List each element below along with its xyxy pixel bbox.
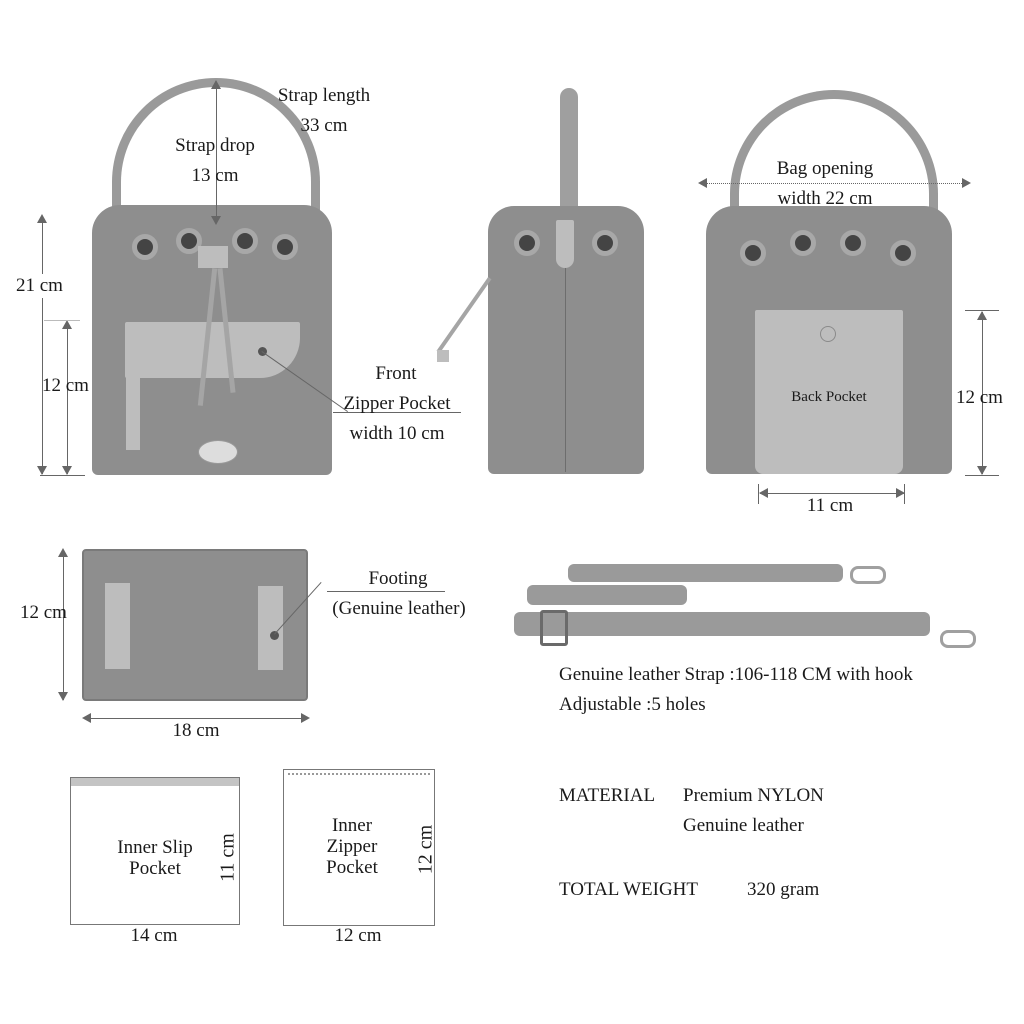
- arrow-down-icon: [977, 466, 987, 475]
- drawstring-end: [436, 276, 492, 354]
- strap-loop-mid: [527, 585, 687, 605]
- weight-value: 320 gram: [747, 879, 820, 900]
- strap-length-label: Strap length: [277, 85, 371, 106]
- eyelet: [890, 240, 916, 266]
- height-pocket-label: 12 cm: [42, 375, 89, 396]
- leader-underline: [333, 412, 461, 413]
- drawstring-tab: [198, 246, 228, 268]
- inner-zipper-pocket: [283, 769, 435, 926]
- opening-dimension-line: [704, 183, 966, 184]
- arrow-down-icon: [211, 216, 221, 225]
- pocket-width-dimension-line: [760, 493, 904, 494]
- arrow-up-icon: [62, 320, 72, 329]
- guide-line: [965, 475, 999, 476]
- inner-slip-pocket-width: 14 cm: [130, 925, 178, 946]
- guide-line: [758, 484, 759, 504]
- inner-zipper-pocket-label-3: Pocket: [326, 857, 378, 878]
- back-handle: [730, 90, 938, 247]
- material-value-1: Premium NYLON: [683, 785, 824, 806]
- strap-drop-dimension-line: [216, 82, 217, 222]
- depth-dimension-line: [63, 550, 64, 700]
- side-handle: [560, 88, 578, 218]
- footing-label-2: (Genuine leather): [332, 598, 466, 619]
- side-seam: [565, 250, 566, 472]
- eyelet: [514, 230, 540, 256]
- strap-description: Genuine leather Strap :106-118 CM with h…: [559, 664, 913, 685]
- arrow-right-icon: [301, 713, 310, 723]
- inner-slip-pocket: [70, 777, 240, 925]
- strap-main: [514, 612, 930, 636]
- footing-label-1: Footing: [368, 568, 428, 589]
- eyelet: [132, 234, 158, 260]
- eyelet: [592, 230, 618, 256]
- strap-loop-top: [568, 564, 843, 582]
- arrow-left-icon: [759, 488, 768, 498]
- height-pocket-dimension-line: [67, 322, 68, 474]
- inner-zipper-pocket-label-2: Zipper: [326, 836, 378, 857]
- pointer-dot: [270, 631, 279, 640]
- inner-slip-pocket-label-2: Pocket: [129, 858, 181, 879]
- depth-label: 12 cm: [20, 602, 67, 623]
- material-value-2: Genuine leather: [683, 815, 804, 836]
- height-total-label: 21 cm: [16, 274, 63, 298]
- opening-label-2: width 22 cm: [777, 188, 873, 209]
- strap-adjustable: Adjustable :5 holes: [559, 694, 706, 715]
- logo-emboss-icon: [820, 326, 836, 342]
- eyelet: [176, 228, 202, 254]
- front-pocket-label-3: width 10 cm: [349, 423, 445, 444]
- hook-icon: [850, 566, 886, 584]
- pocket-pull-tab: [126, 372, 140, 450]
- zipper-teeth: [288, 773, 430, 775]
- front-pocket-label-2: Zipper Pocket: [343, 393, 451, 414]
- guide-line: [44, 320, 80, 321]
- weight-label: TOTAL WEIGHT: [559, 879, 699, 900]
- hook-icon: [940, 630, 976, 648]
- pocket-height-dimension-line: [982, 312, 983, 474]
- side-strap-tab: [556, 220, 574, 268]
- arrow-up-icon: [37, 214, 47, 223]
- eyelet: [232, 228, 258, 254]
- inner-zipper-pocket-width: 12 cm: [334, 925, 382, 946]
- buckle-icon: [540, 610, 568, 646]
- arrow-right-icon: [896, 488, 905, 498]
- guide-line: [40, 475, 85, 476]
- eyelet: [272, 234, 298, 260]
- inner-slip-pocket-label-1: Inner Slip: [117, 837, 193, 858]
- arrow-up-icon: [211, 80, 221, 89]
- arrow-right-icon: [962, 178, 971, 188]
- slip-pocket-band: [71, 778, 239, 786]
- arrow-up-icon: [977, 311, 987, 320]
- back-pocket-label: Back Pocket: [791, 389, 867, 405]
- footing-left: [105, 583, 130, 669]
- inner-zipper-pocket-height: 12 cm: [414, 824, 437, 875]
- pocket-height-label: 12 cm: [956, 387, 1003, 408]
- arrow-left-icon: [82, 713, 91, 723]
- arrow-left-icon: [698, 178, 707, 188]
- arrow-down-icon: [62, 466, 72, 475]
- strap-drop-label: Strap drop: [175, 135, 255, 156]
- leader-underline: [327, 591, 445, 592]
- drawstring-tip: [437, 350, 449, 362]
- guide-line: [965, 310, 999, 311]
- strap-drop-value: 13 cm: [191, 165, 239, 186]
- arrow-up-icon: [58, 548, 68, 557]
- height-total-dimension-line: [42, 216, 43, 474]
- inner-zipper-pocket-label-1: Inner: [331, 815, 373, 836]
- opening-label-1: Bag opening: [776, 158, 874, 179]
- arrow-down-icon: [58, 692, 68, 701]
- strap-length-value: 33 cm: [300, 115, 348, 136]
- material-label: MATERIAL: [559, 785, 656, 806]
- inner-slip-pocket-height: 11 cm: [216, 833, 239, 882]
- eyelet: [790, 230, 816, 256]
- width-label: 18 cm: [172, 720, 220, 741]
- arrow-down-icon: [37, 466, 47, 475]
- pocket-width-label: 11 cm: [806, 495, 854, 516]
- width-dimension-line: [84, 718, 308, 719]
- front-zipper-pocket-flap: [125, 322, 300, 378]
- eyelet: [740, 240, 766, 266]
- eyelet: [840, 230, 866, 256]
- front-pocket-label-1: Front: [375, 363, 417, 384]
- logo-badge: [198, 440, 238, 464]
